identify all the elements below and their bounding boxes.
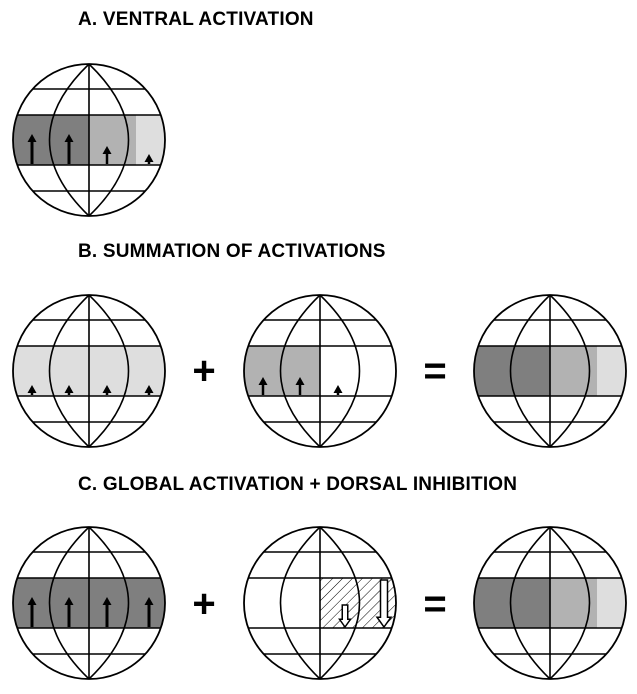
panel-b-title: B. SUMMATION OF ACTIVATIONS	[78, 241, 386, 262]
activation-arrow-1-head	[27, 597, 37, 605]
activation-arrow-1-head	[27, 134, 37, 142]
sphere-c3	[473, 526, 627, 680]
sphere-outline	[243, 294, 397, 448]
activation-arrow-3-head	[102, 385, 112, 393]
sphere-outline	[473, 294, 627, 448]
sphere-outline	[12, 63, 166, 217]
activation-arrow-3-head	[102, 146, 112, 154]
activation-arrow-4-head	[144, 154, 154, 162]
band-cell-4	[136, 346, 165, 396]
activation-arrow-2-head	[64, 134, 74, 142]
plus-operator-c: +	[192, 582, 215, 626]
sphere-b1	[12, 294, 166, 448]
activation-arrow-2-head	[64, 597, 74, 605]
band-cell-4	[597, 346, 626, 396]
sphere-outline	[243, 526, 397, 680]
activation-arrow-1-head	[258, 377, 268, 385]
activation-arrow-4-head	[144, 385, 154, 393]
band-cell-1	[474, 346, 511, 396]
band-cell-1	[474, 578, 511, 628]
band-cell-2	[511, 346, 550, 396]
equals-operator-c: =	[423, 582, 446, 626]
activation-arrow-4-head	[144, 597, 154, 605]
band-cell-2	[511, 578, 550, 628]
sphere-b3	[473, 294, 627, 448]
activation-arrow-3-head	[333, 385, 343, 393]
activation-arrow-3-head	[102, 597, 112, 605]
activation-arrow-2-head	[64, 385, 74, 393]
sphere-c1	[12, 526, 166, 680]
inhibition-arrow-2	[375, 579, 393, 629]
activation-arrow-2-head	[295, 377, 305, 385]
sphere-c2	[243, 526, 397, 680]
sphere-outline	[12, 294, 166, 448]
plus-operator-b: +	[192, 349, 215, 393]
sphere-a1	[12, 63, 166, 217]
band-cell-4	[597, 578, 626, 628]
panel-c-title: C. GLOBAL ACTIVATION + DORSAL INHIBITION	[78, 474, 518, 495]
equals-operator-b: =	[423, 349, 446, 393]
sphere-outline	[473, 526, 627, 680]
sphere-b2	[243, 294, 397, 448]
panel-a-title: A. VENTRAL ACTIVATION	[78, 9, 314, 30]
activation-arrow-1-head	[27, 385, 37, 393]
sphere-outline	[12, 526, 166, 680]
inhibition-arrow-1	[338, 604, 352, 629]
